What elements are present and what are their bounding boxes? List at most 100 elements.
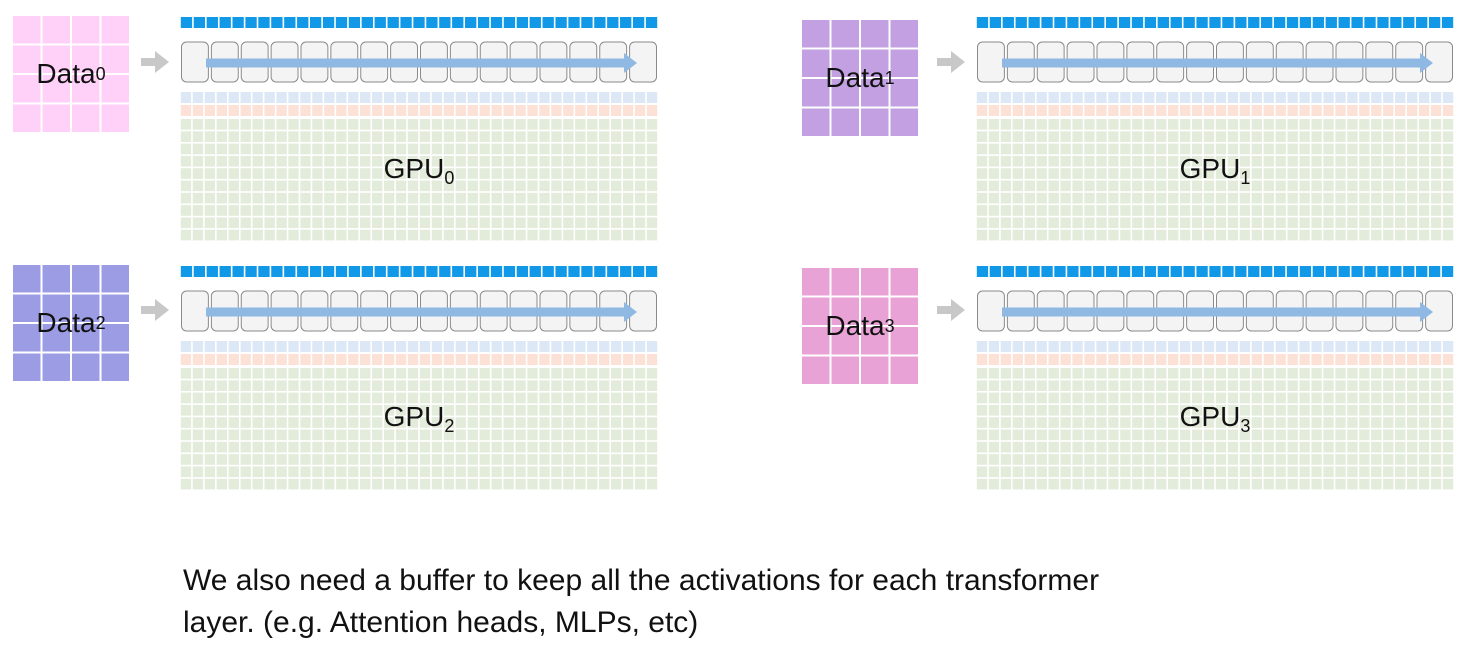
activation-cell xyxy=(1179,466,1191,478)
activation-cell xyxy=(599,192,610,204)
parameter-block xyxy=(1118,266,1131,277)
activation-cell xyxy=(312,205,323,216)
activation-cell xyxy=(180,368,192,379)
flow-arrow-shaft xyxy=(206,307,626,317)
parameter-block xyxy=(284,266,296,277)
activation-cell xyxy=(324,368,335,379)
activation-cell xyxy=(1335,180,1346,192)
activation-cell xyxy=(1299,454,1310,465)
activation-cell xyxy=(372,478,383,490)
activation-cell xyxy=(360,478,371,490)
activation-cell xyxy=(1168,368,1179,379)
layer-box xyxy=(181,41,209,83)
gradient-block xyxy=(646,92,658,103)
activation-cell xyxy=(419,429,431,441)
activation-cell xyxy=(1311,429,1322,441)
gradient-block xyxy=(1000,92,1012,103)
activation-cell xyxy=(407,131,419,142)
activation-cell xyxy=(976,404,988,416)
activation-cell xyxy=(252,454,263,465)
activation-cell xyxy=(1395,441,1406,453)
activation-cell xyxy=(503,180,514,192)
parameter-block xyxy=(1403,266,1415,277)
activation-cell xyxy=(300,229,311,241)
gradient-block xyxy=(419,341,431,352)
parameter-block xyxy=(193,17,206,28)
gradient-block xyxy=(372,341,383,352)
activation-cell xyxy=(1036,417,1047,428)
activation-cell xyxy=(1227,417,1239,428)
activation-cell xyxy=(204,454,216,465)
parameter-block xyxy=(568,266,580,277)
activation-cell xyxy=(204,368,216,379)
activation-cell xyxy=(360,454,371,465)
activation-cell xyxy=(527,180,538,192)
activation-cell xyxy=(976,168,988,179)
activation-cell xyxy=(1215,143,1227,155)
activation-cell xyxy=(539,380,550,391)
activation-cell xyxy=(1335,229,1346,241)
parameter-block xyxy=(1157,266,1169,277)
activation-cell xyxy=(383,429,395,441)
gradient-block xyxy=(300,341,311,352)
activation-cell xyxy=(288,454,299,465)
activation-cell xyxy=(1072,429,1083,441)
activation-cell xyxy=(1239,392,1251,404)
activation-cell xyxy=(1371,417,1382,428)
activation-cell xyxy=(1060,143,1071,155)
activation-cell xyxy=(1156,454,1167,465)
activation-cell xyxy=(988,229,1000,241)
gpu-memory-diagram-0 xyxy=(180,17,658,241)
gradient-block xyxy=(1215,92,1227,103)
activation-cell xyxy=(383,454,395,465)
activation-cell xyxy=(264,417,275,428)
activation-cell xyxy=(252,143,263,155)
activation-cell xyxy=(1024,205,1035,216)
activation-cell xyxy=(515,392,526,404)
activation-cell xyxy=(1442,217,1454,229)
activation-cell xyxy=(467,192,478,204)
optimizer-block xyxy=(300,354,311,365)
optimizer-block xyxy=(622,354,634,365)
optimizer-block xyxy=(1060,354,1071,365)
activation-cell xyxy=(1299,217,1310,229)
activation-cell xyxy=(587,429,598,441)
activation-cell xyxy=(1084,229,1095,241)
activation-cell xyxy=(646,217,658,229)
activation-cell xyxy=(1287,478,1298,490)
activation-cell xyxy=(1430,155,1442,167)
activation-cell xyxy=(1227,180,1239,192)
data-grid-0 xyxy=(13,16,129,132)
activation-cell xyxy=(1239,368,1251,379)
parameter-block xyxy=(335,266,348,277)
activation-cell xyxy=(192,180,204,192)
activation-cell xyxy=(1263,143,1274,155)
activation-cell xyxy=(180,478,192,490)
activation-cell xyxy=(575,478,586,490)
activation-cell xyxy=(539,131,550,142)
activation-cell xyxy=(204,217,216,229)
gradient-block xyxy=(1215,341,1227,352)
optimizer-block xyxy=(976,105,988,116)
activation-cell xyxy=(300,380,311,391)
activation-cell xyxy=(419,454,431,465)
activation-cell xyxy=(1096,155,1107,167)
gradient-block xyxy=(383,341,395,352)
activation-cell xyxy=(312,229,323,241)
activation-cell xyxy=(407,217,419,229)
gradient-block xyxy=(1371,341,1382,352)
gradient-block xyxy=(563,92,574,103)
activation-cell xyxy=(563,380,574,391)
activation-cell xyxy=(479,404,490,416)
activation-cell xyxy=(1263,380,1274,391)
parameter-block xyxy=(620,17,632,28)
activation-cell xyxy=(1275,392,1286,404)
data-cell xyxy=(890,20,918,48)
activation-cell xyxy=(551,454,562,465)
optimizer-block xyxy=(1036,105,1047,116)
optimizer-block xyxy=(216,105,227,116)
parameter-block xyxy=(1209,266,1221,277)
activation-cell xyxy=(264,131,275,142)
